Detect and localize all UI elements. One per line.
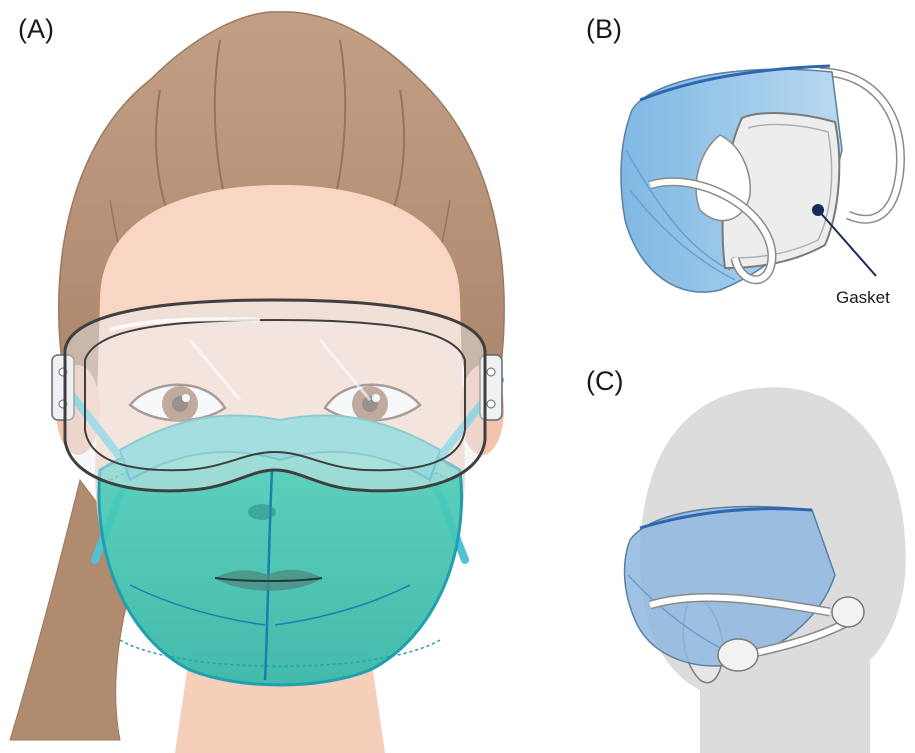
safety-goggles xyxy=(65,300,485,491)
panel-b-illustration xyxy=(621,66,901,292)
panel-label-a: (A) xyxy=(18,16,54,43)
strap-buckle-right xyxy=(832,597,864,627)
panel-label-b: (B) xyxy=(586,16,622,43)
strap-buckle-left xyxy=(718,639,758,671)
panel-c-illustration xyxy=(625,387,906,753)
panel-label-c: (C) xyxy=(586,368,623,395)
panel-a-illustration xyxy=(10,12,504,753)
gasket-label: Gasket xyxy=(836,288,890,308)
